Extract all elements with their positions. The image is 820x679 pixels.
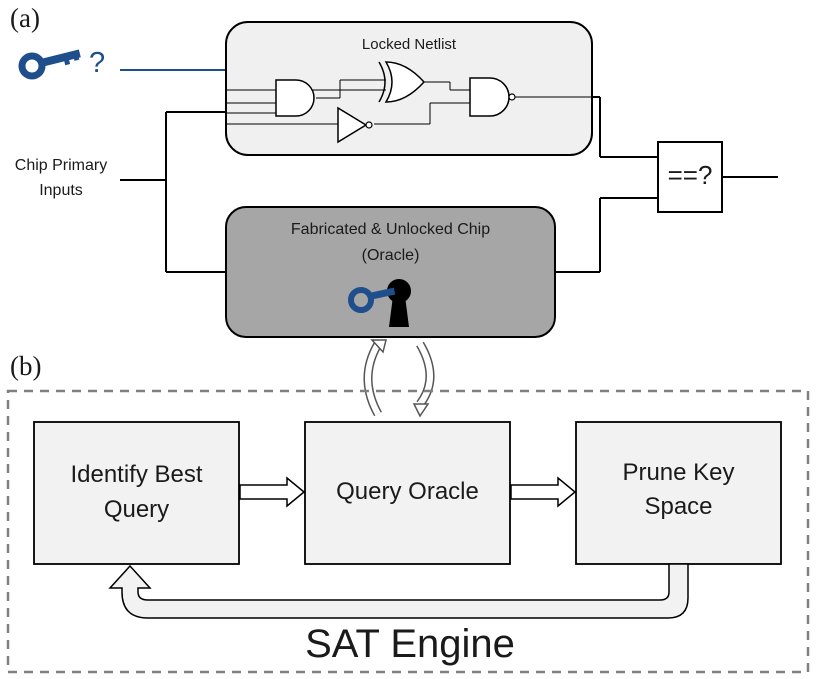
not-gate — [337, 106, 368, 144]
and-gate-1 — [275, 79, 315, 117]
oracle-key-icon — [348, 287, 396, 313]
panel-b-label: (b) — [10, 351, 42, 381]
identify-line2: Query — [103, 496, 170, 523]
key-query-mark: ? — [89, 47, 106, 79]
prune-box — [575, 421, 782, 565]
nand-gate — [469, 77, 510, 117]
oracle-title-line1: Fabricated & Unlocked Chip — [290, 221, 491, 238]
not-gate-bubble — [365, 121, 373, 129]
identify-line1: Identify Best — [70, 461, 203, 488]
key-icon — [18, 49, 81, 80]
prune-line2: Space — [644, 493, 713, 520]
comparator-box — [657, 141, 723, 213]
prune-line1: Prune Key — [622, 459, 735, 486]
chip-inputs-line2: Inputs — [39, 182, 83, 199]
xor-gate-back-arc — [378, 61, 386, 103]
query-oracle-box — [304, 421, 511, 565]
sat-engine-frame — [6, 389, 810, 674]
input-wires — [120, 96, 778, 273]
chip-inputs-line1: Chip Primary — [14, 157, 108, 174]
keyhole-slot — [389, 296, 409, 327]
feedback-loop-arrow — [108, 563, 689, 619]
arrow-identify-to-query — [239, 476, 306, 508]
comparator-label: ==? — [667, 160, 713, 190]
oracle-chip-box — [225, 206, 556, 338]
xor-gate — [384, 61, 426, 103]
locked-netlist-title: Locked Netlist — [361, 36, 457, 53]
sat-engine-label: SAT Engine — [305, 622, 515, 666]
oracle-title-line2: (Oracle) — [361, 247, 420, 264]
arrow-query-to-prune — [510, 476, 577, 508]
query-oracle-label: Query Oracle — [336, 478, 479, 505]
panel-a-label: (a) — [10, 3, 40, 33]
identify-box — [33, 421, 240, 565]
nand-gate-bubble — [508, 93, 516, 101]
oracle-query-arrows — [363, 339, 435, 418]
